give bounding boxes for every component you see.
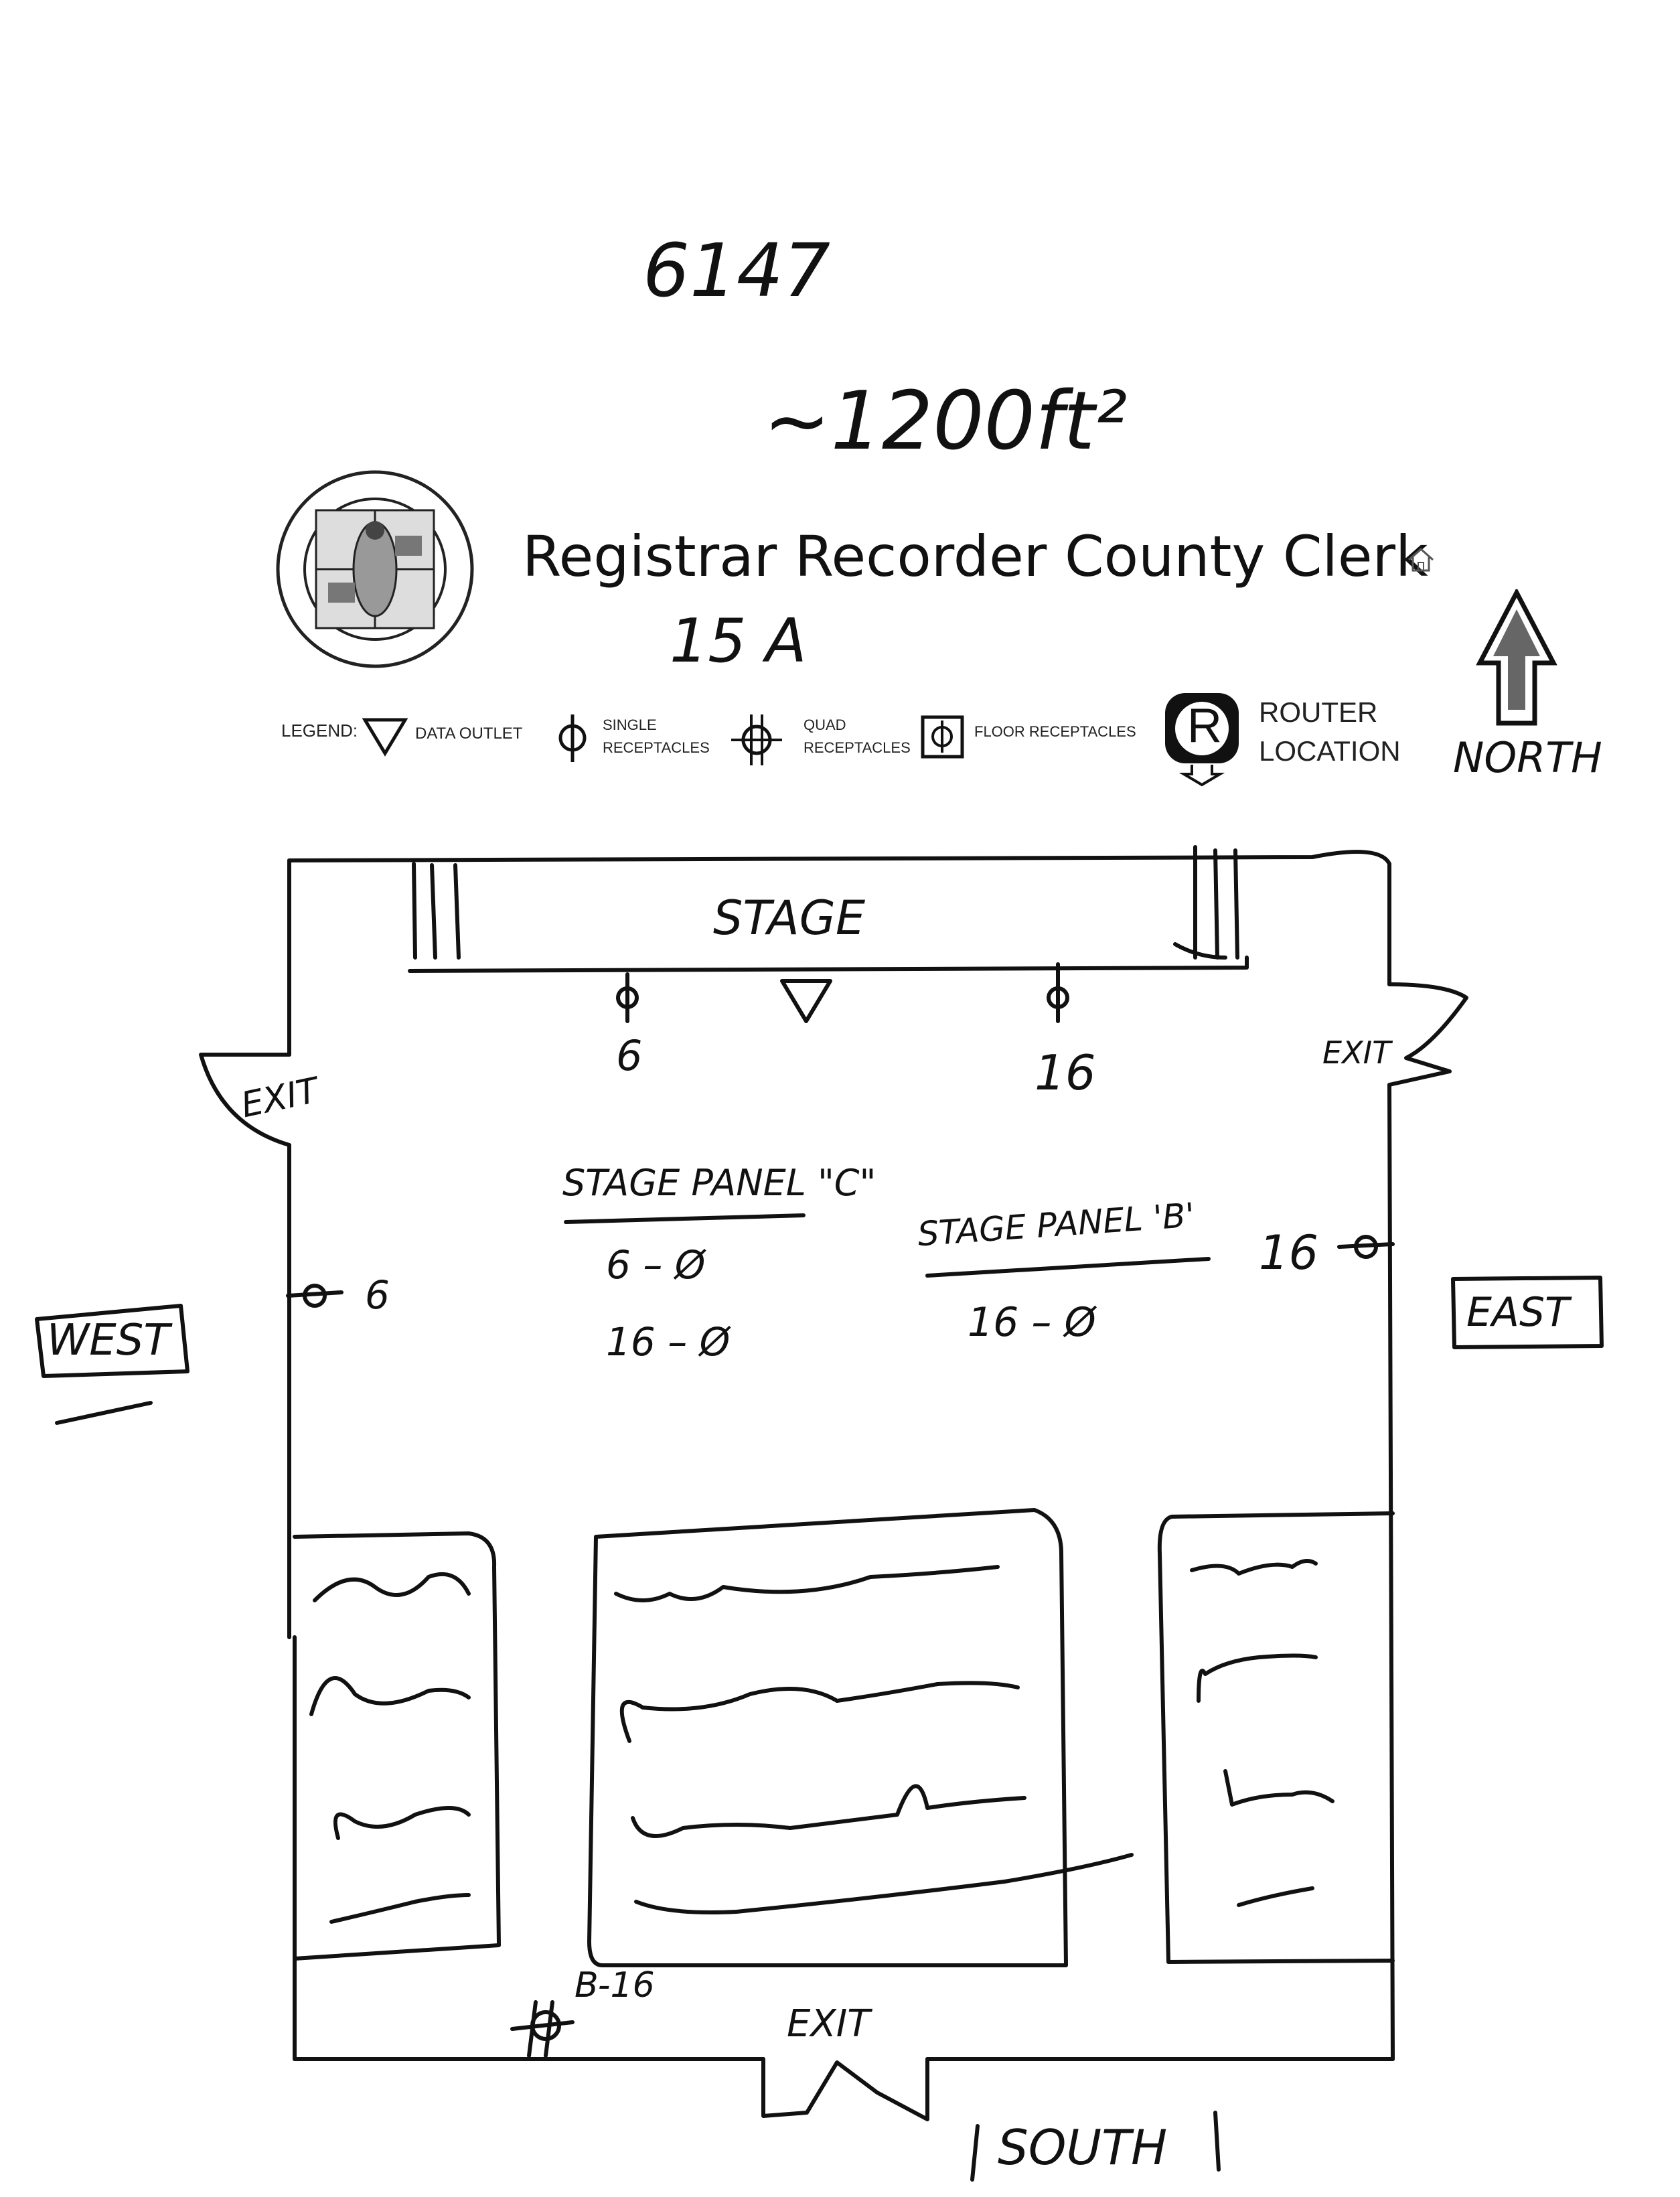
- legend-label: LEGEND:: [281, 721, 358, 741]
- router-letter: R: [1187, 699, 1222, 753]
- west-outlet-num: 6: [365, 1272, 390, 1318]
- stage-label: STAGE: [713, 891, 866, 945]
- seat-row: [1237, 1886, 1314, 1907]
- page-title: Registrar Recorder County Clerk: [522, 524, 1428, 589]
- floor-receptacle-icon: [921, 715, 964, 759]
- legend-quad-1: QUAD: [804, 716, 846, 733]
- panel-c-line2: 16 – Ø: [606, 1319, 731, 1365]
- legend-single-2: RECEPTACLES: [603, 739, 710, 756]
- seat-row: [1223, 1769, 1334, 1807]
- seat-row: [329, 1893, 471, 1924]
- wall-north: [287, 850, 1391, 986]
- stage-curtain-right: [1173, 845, 1239, 960]
- stage-data-outlet-icon: [780, 979, 832, 1023]
- quad-receptacle-icon: [731, 714, 782, 765]
- west-label-box: [35, 1304, 189, 1378]
- stage-outline: [408, 956, 1249, 973]
- job-number: 6147: [643, 228, 830, 313]
- area-note: ~1200ft²: [763, 375, 1128, 468]
- panel-c-underline: [564, 1213, 806, 1224]
- seating-block-center: [587, 1508, 1068, 1967]
- seat-row: [333, 1806, 471, 1840]
- exit-west-door: [199, 1053, 291, 1147]
- exit-east-label: EXIT: [1322, 1035, 1391, 1071]
- east-label: EAST: [1466, 1289, 1570, 1336]
- stage-outlet-left-num: 6: [616, 1031, 643, 1080]
- home-icon: [1408, 547, 1434, 572]
- legend-single-1: SINGLE: [603, 716, 657, 733]
- panel-c-title: STAGE PANEL "C": [562, 1162, 876, 1204]
- panel-b-underline: [925, 1257, 1211, 1278]
- panel-b-line1: 16 – Ø: [968, 1299, 1096, 1346]
- exit-east-door: [1387, 982, 1468, 1087]
- exit-south-label: EXIT: [787, 2002, 870, 2046]
- south-label-bracket: [970, 2111, 1221, 2182]
- stage-outlet-right-num: 16: [1035, 1045, 1096, 1101]
- quad-b16-label: B-16: [575, 1965, 655, 2005]
- legend-router-1: ROUTER: [1259, 696, 1378, 728]
- legend-floor: FLOOR RECEPTACLES: [974, 723, 1136, 740]
- south-label: SOUTH: [998, 2119, 1168, 2176]
- east-label-box: [1451, 1276, 1604, 1349]
- seat-row: [1190, 1559, 1318, 1576]
- seat-row: [614, 1565, 1000, 1602]
- north-label: NORTH: [1453, 733, 1602, 782]
- legend-quad-2: RECEPTACLES: [804, 739, 911, 756]
- stage-curtain-left: [412, 862, 461, 960]
- legend-data-outlet: DATA OUTLET: [415, 725, 523, 743]
- seat-row: [631, 1784, 1026, 1838]
- east-outlet-num: 16: [1259, 1225, 1319, 1280]
- legend-router-2: LOCATION: [1259, 735, 1401, 767]
- seat-row: [309, 1676, 471, 1716]
- data-outlet-icon: [362, 718, 408, 757]
- seat-row: [634, 1853, 1134, 1914]
- seating-block-west: [293, 1531, 501, 1961]
- panel-c-line1: 6 – Ø: [606, 1242, 706, 1288]
- north-arrow-icon: [1476, 589, 1557, 726]
- west-label: WEST: [47, 1316, 170, 1365]
- seat-row: [313, 1572, 471, 1602]
- seating-block-east: [1157, 1511, 1395, 1964]
- seat-row: [1197, 1653, 1318, 1703]
- wall-east: [1387, 1083, 1395, 2061]
- county-seal: [276, 470, 474, 668]
- seat-row: [619, 1681, 1020, 1743]
- exit-south-door: [761, 2057, 929, 2121]
- amperage-note: 15 A: [670, 606, 807, 676]
- single-receptacle-icon: [558, 714, 587, 762]
- router-icon: [1165, 693, 1239, 787]
